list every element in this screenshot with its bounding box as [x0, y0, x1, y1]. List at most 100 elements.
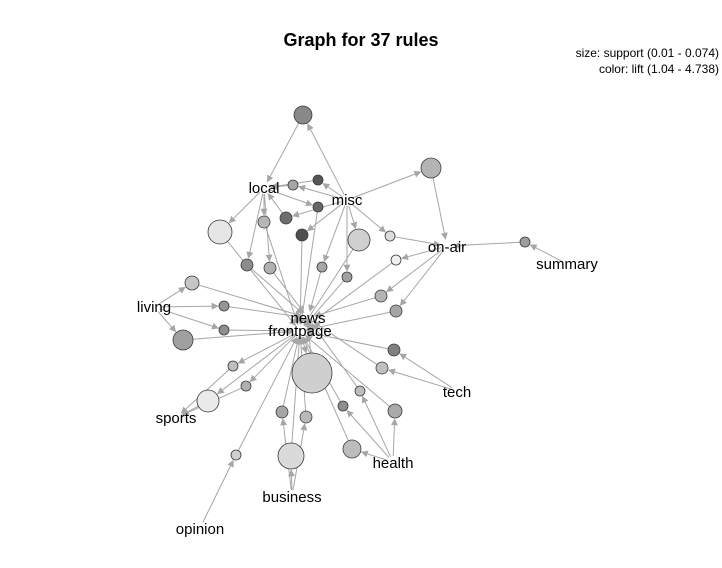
rule-edge [388, 368, 452, 390]
legend-color: color: lift (1.04 - 4.738) [599, 62, 719, 76]
rule-edge [228, 191, 261, 224]
rule-node [387, 343, 401, 357]
rule-node [347, 228, 371, 252]
rule-node [287, 179, 299, 191]
rule-edge [273, 272, 305, 313]
rule-edge [306, 203, 343, 232]
rule-edge [322, 182, 343, 198]
rule-edge [198, 284, 302, 318]
rule-edge [313, 321, 378, 366]
rule-edge [251, 268, 304, 314]
rule-edge [432, 177, 448, 240]
rule-edge [298, 184, 342, 199]
rule-edge [287, 469, 295, 491]
rule-edge [323, 205, 346, 263]
item-label-business: business [262, 489, 321, 506]
rule-node [263, 261, 277, 275]
rule-node [293, 105, 313, 125]
rule-node [275, 405, 289, 419]
rule-edge [265, 227, 300, 326]
rule-edge [348, 205, 358, 230]
item-label-sports: sports [156, 410, 197, 427]
rule-edge [308, 271, 322, 312]
rule-node [230, 449, 242, 461]
rule-node [374, 289, 388, 303]
rule-edge [314, 297, 376, 318]
rule-node [172, 329, 194, 351]
legend-size: size: support (0.01 - 0.074) [576, 46, 719, 60]
rule-node [312, 174, 324, 186]
rule-edge [249, 334, 297, 383]
rule-edge [181, 405, 199, 416]
rule-edge [453, 241, 521, 249]
rule-edge [529, 244, 562, 262]
rule-edge [351, 203, 386, 233]
rule-edge [228, 306, 302, 320]
rule-edge [304, 335, 390, 407]
rule-edge [158, 286, 186, 305]
rule-node [312, 201, 324, 213]
rule-node [277, 442, 305, 470]
item-label-local: local [249, 180, 280, 197]
rule-edge [401, 247, 442, 261]
rule-node [337, 400, 349, 412]
rule-node [384, 230, 396, 242]
rule-edge [390, 418, 398, 457]
rule-edge [246, 193, 264, 259]
rule-edge [282, 337, 301, 407]
item-labels-layer: local misc on-air summary living news fr… [137, 180, 598, 538]
rule-edge [386, 249, 443, 293]
rule-edge [192, 328, 294, 340]
rule-edge [291, 337, 303, 444]
rule-edge [361, 395, 391, 457]
graph-title: Graph for 37 rules [283, 30, 438, 50]
rule-edge [399, 353, 453, 389]
rule-node [390, 254, 402, 266]
edges-layer [157, 122, 562, 523]
rule-node [354, 385, 366, 397]
rule-edge [157, 311, 177, 333]
rule-node [342, 439, 362, 459]
item-label-on-air: on-air [428, 239, 466, 256]
rule-edge [202, 459, 234, 523]
rule-node [291, 352, 333, 394]
item-label-tech: tech [443, 384, 471, 401]
rule-edge [394, 236, 441, 248]
rule-node [240, 380, 252, 392]
rule-node [295, 228, 309, 242]
item-label-living: living [137, 299, 171, 316]
rule-edge [216, 334, 296, 395]
rule-edge [307, 123, 345, 195]
rule-edge [303, 248, 354, 326]
rule-edge [237, 336, 298, 451]
rule-edge [352, 170, 422, 199]
rule-edge [159, 302, 219, 310]
rule-node [240, 258, 254, 272]
rule-node [387, 403, 403, 419]
rule-edge [266, 122, 300, 183]
rule-edge [159, 308, 219, 330]
rule-node [184, 275, 200, 291]
rule-edge [399, 250, 444, 307]
item-label-misc: misc [332, 192, 363, 209]
rule-node [316, 261, 328, 273]
rule-node [227, 360, 239, 372]
rule-edge [269, 189, 313, 207]
rule-edge [237, 333, 295, 364]
rule-node [389, 304, 403, 318]
item-label-health: health [373, 455, 414, 472]
item-label-summary: summary [536, 256, 598, 273]
item-label-news: news [290, 310, 325, 327]
rule-node [299, 410, 313, 424]
rule-node [218, 300, 230, 312]
rule-edge [311, 323, 358, 388]
item-label-frontpage: frontpage [268, 323, 331, 340]
item-label-opinion: opinion [176, 521, 224, 538]
rule-node [257, 215, 271, 229]
rule-edge [304, 280, 345, 327]
rule-edge [227, 240, 297, 327]
rule-edge [360, 450, 388, 461]
rule-node [279, 211, 293, 225]
rule-edge [228, 327, 294, 335]
